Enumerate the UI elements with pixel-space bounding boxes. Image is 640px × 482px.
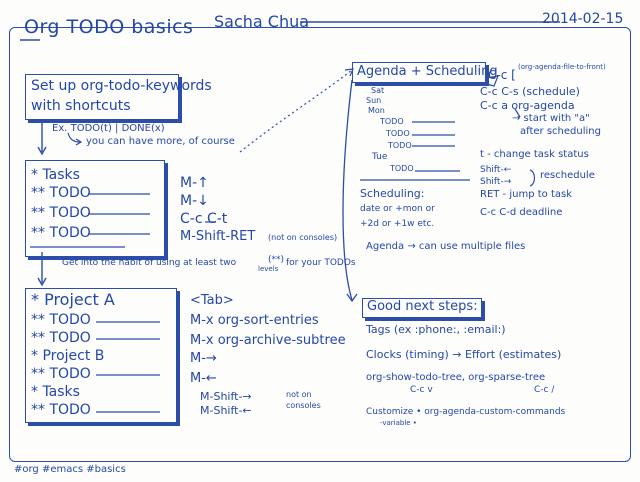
key-file-to-front-note: (org-agenda-file-to-front) xyxy=(518,63,606,71)
key-sort-entries: M-x org-sort-entries xyxy=(190,313,319,328)
next-step-keys-2: C-c / xyxy=(534,385,555,395)
project-box xyxy=(25,288,177,423)
setup-example: Ex. TODO(t) | DONE(x) xyxy=(52,123,165,134)
key-demote-subtree: M-Shift-→ xyxy=(200,390,252,403)
next-step-item: Clocks (timing) → Effort (estimates) xyxy=(366,348,562,361)
next-step-variable: -variable • xyxy=(380,419,417,427)
agenda-day: Sat xyxy=(371,86,385,95)
agenda-curve-arrow xyxy=(342,79,353,301)
key-deadline: C-c C-d deadline xyxy=(480,207,563,218)
key-todo-toggle: C-c C-t xyxy=(180,211,228,227)
next-step-item: Customize • org-agenda-custom-commands xyxy=(366,407,566,417)
scheduling-line2: +2d or +1w etc. xyxy=(360,219,435,229)
key-shift-left: Shift-← xyxy=(480,165,512,175)
scheduling-label: Scheduling: xyxy=(360,187,425,200)
tasks-item: ** TODO xyxy=(31,185,91,201)
next-steps-box xyxy=(362,298,482,318)
dotted-curve-to-agenda xyxy=(239,69,353,153)
reschedule-note: reschedule xyxy=(540,170,595,181)
next-steps-heading: Good next steps: xyxy=(367,299,478,314)
agenda-todo: TODO xyxy=(390,164,414,173)
agenda-note-2: after scheduling xyxy=(520,126,601,137)
key-shift-right: Shift-→ xyxy=(480,177,512,187)
footer-tags: #org #emacs #basics xyxy=(14,464,126,475)
key-archive-subtree: M-x org-archive-subtree xyxy=(190,333,346,348)
project-item: ** TODO xyxy=(31,330,91,346)
author-name: Sacha Chua xyxy=(214,12,310,31)
agenda-day: Sun xyxy=(366,96,382,105)
agenda-todo: TODO xyxy=(386,129,410,138)
key-insert-todo-note: (not on consoles) xyxy=(268,233,338,242)
project-item: ** TODO xyxy=(31,312,91,328)
key-move-up: M-↑ xyxy=(180,175,209,191)
key-change-status: t - change task status xyxy=(480,149,589,160)
key-jump-task: RET - jump to task xyxy=(480,189,572,200)
project-item: * Project A xyxy=(31,290,115,309)
key-tab: <Tab> xyxy=(190,293,234,308)
key-org-agenda: C-c a org-agenda xyxy=(480,99,575,112)
key-promote: M-← xyxy=(190,371,217,386)
agenda-day: Tue xyxy=(372,152,388,162)
setup-heading-line2: with shortcuts xyxy=(31,98,131,114)
habit-note-1: Get into the habit of using at least two xyxy=(62,258,237,268)
key-promote-subtree: M-Shift-← xyxy=(200,404,252,417)
project-item: ** TODO xyxy=(31,366,91,382)
setup-heading-line1: Set up org-todo-keywords xyxy=(31,78,212,94)
page-date: 2014-02-15 xyxy=(542,11,624,27)
next-step-keys-1: C-c v xyxy=(410,385,433,395)
key-subtree-note-1: not on xyxy=(286,390,312,399)
agenda-day: Mon xyxy=(368,106,385,115)
tasks-item: ** TODO xyxy=(31,225,91,241)
agenda-heading-box xyxy=(352,62,486,83)
project-item: * Project B xyxy=(31,348,105,364)
agenda-heading: Agenda + Scheduling xyxy=(357,64,498,79)
agenda-note-1: → start with "a" xyxy=(512,113,590,124)
tasks-box xyxy=(25,160,165,257)
key-move-down: M-↓ xyxy=(180,193,209,209)
setup-box xyxy=(25,74,179,120)
key-schedule: C-c C-s (schedule) xyxy=(480,85,580,98)
tasks-item: * Tasks xyxy=(31,167,80,183)
agenda-todo: TODO xyxy=(388,141,412,150)
agenda-todo: TODO xyxy=(380,117,404,126)
setup-note: you can have more, of course xyxy=(86,136,235,147)
habit-note-stars: (**) xyxy=(268,255,285,265)
key-subtree-note-2: consoles xyxy=(286,401,321,410)
habit-note-levels: levels xyxy=(258,265,279,273)
tasks-item: ** TODO xyxy=(31,205,91,221)
key-demote: M-→ xyxy=(190,351,217,366)
next-step-item: org-show-todo-tree, org-sparse-tree xyxy=(366,372,546,383)
project-item: * Tasks xyxy=(31,384,80,400)
next-step-item: Tags (ex :phone:, :email:) xyxy=(366,323,506,336)
page-frame xyxy=(9,27,631,462)
page-title: Org TODO basics xyxy=(24,16,194,38)
habit-note-2: for your TODOs xyxy=(286,258,356,268)
agenda-multi-files: Agenda → can use multiple files xyxy=(366,241,526,252)
scheduling-line1: date or +mon or xyxy=(360,204,435,214)
key-insert-todo: M-Shift-RET xyxy=(180,229,256,244)
key-file-to-front: C-c [ xyxy=(488,68,516,82)
project-item: ** TODO xyxy=(31,402,91,418)
